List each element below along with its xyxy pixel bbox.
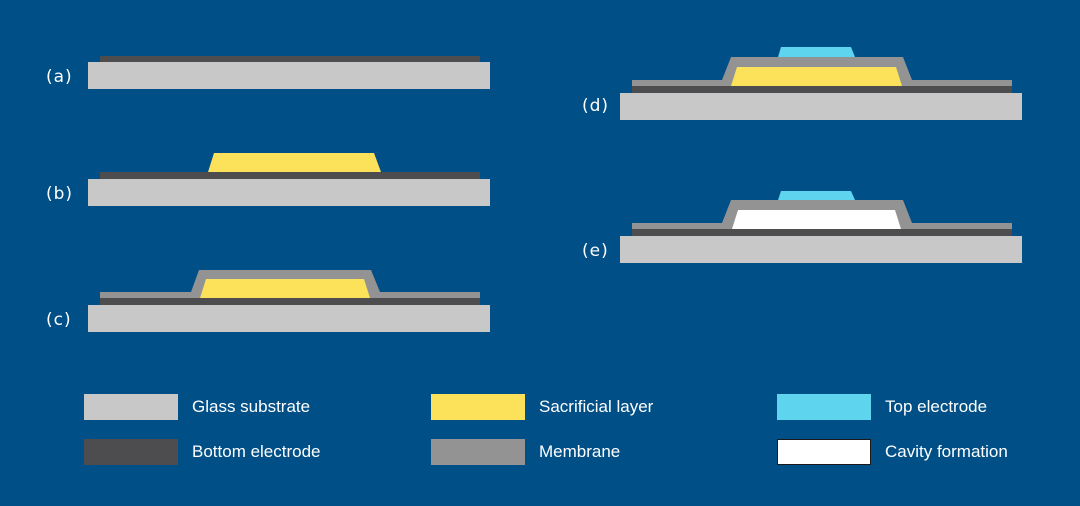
sacrificial-layer-swatch [431, 394, 525, 420]
step-b-cross-section [88, 153, 490, 206]
step-d-cross-section [620, 47, 1022, 120]
top-electrode-swatch [777, 394, 871, 420]
step-label-a: (a) [46, 67, 73, 87]
cavity-formation-swatch [777, 439, 871, 465]
bottom-electrode [632, 86, 1012, 93]
top-electrode [778, 47, 855, 57]
glass-substrate [620, 93, 1022, 120]
bottom-electrode-swatch [84, 439, 178, 465]
glass-substrate [88, 179, 490, 206]
cavity [732, 210, 901, 229]
legend-label: Bottom electrode [192, 442, 321, 461]
legend-label: Sacrificial layer [539, 397, 654, 416]
bottom-electrode [632, 229, 1012, 236]
glass-substrate [88, 305, 490, 332]
bottom-electrode [100, 56, 480, 62]
glass-substrate [620, 236, 1022, 263]
glass-substrate-swatch [84, 394, 178, 420]
sacrificial-layer [208, 153, 381, 172]
step-label-e: (e) [582, 241, 609, 261]
sacrificial-layer [200, 279, 370, 298]
legend-label: Glass substrate [192, 397, 311, 416]
sacrificial-layer [731, 67, 902, 86]
step-label-c: (c) [46, 310, 72, 330]
bottom-electrode [100, 298, 480, 305]
step-c-cross-section [88, 270, 490, 332]
step-label-b: (b) [46, 184, 74, 204]
top-electrode [778, 191, 855, 200]
membrane-swatch [431, 439, 525, 465]
step-e-cross-section [620, 191, 1022, 263]
legend-label: Cavity formation [885, 442, 1008, 461]
glass-substrate [88, 62, 490, 89]
bottom-electrode [100, 172, 480, 179]
step-label-d: (d) [582, 96, 610, 116]
legend-label: Membrane [539, 442, 621, 461]
legend-label: Top electrode [885, 397, 988, 416]
step-a-cross-section [88, 56, 490, 89]
